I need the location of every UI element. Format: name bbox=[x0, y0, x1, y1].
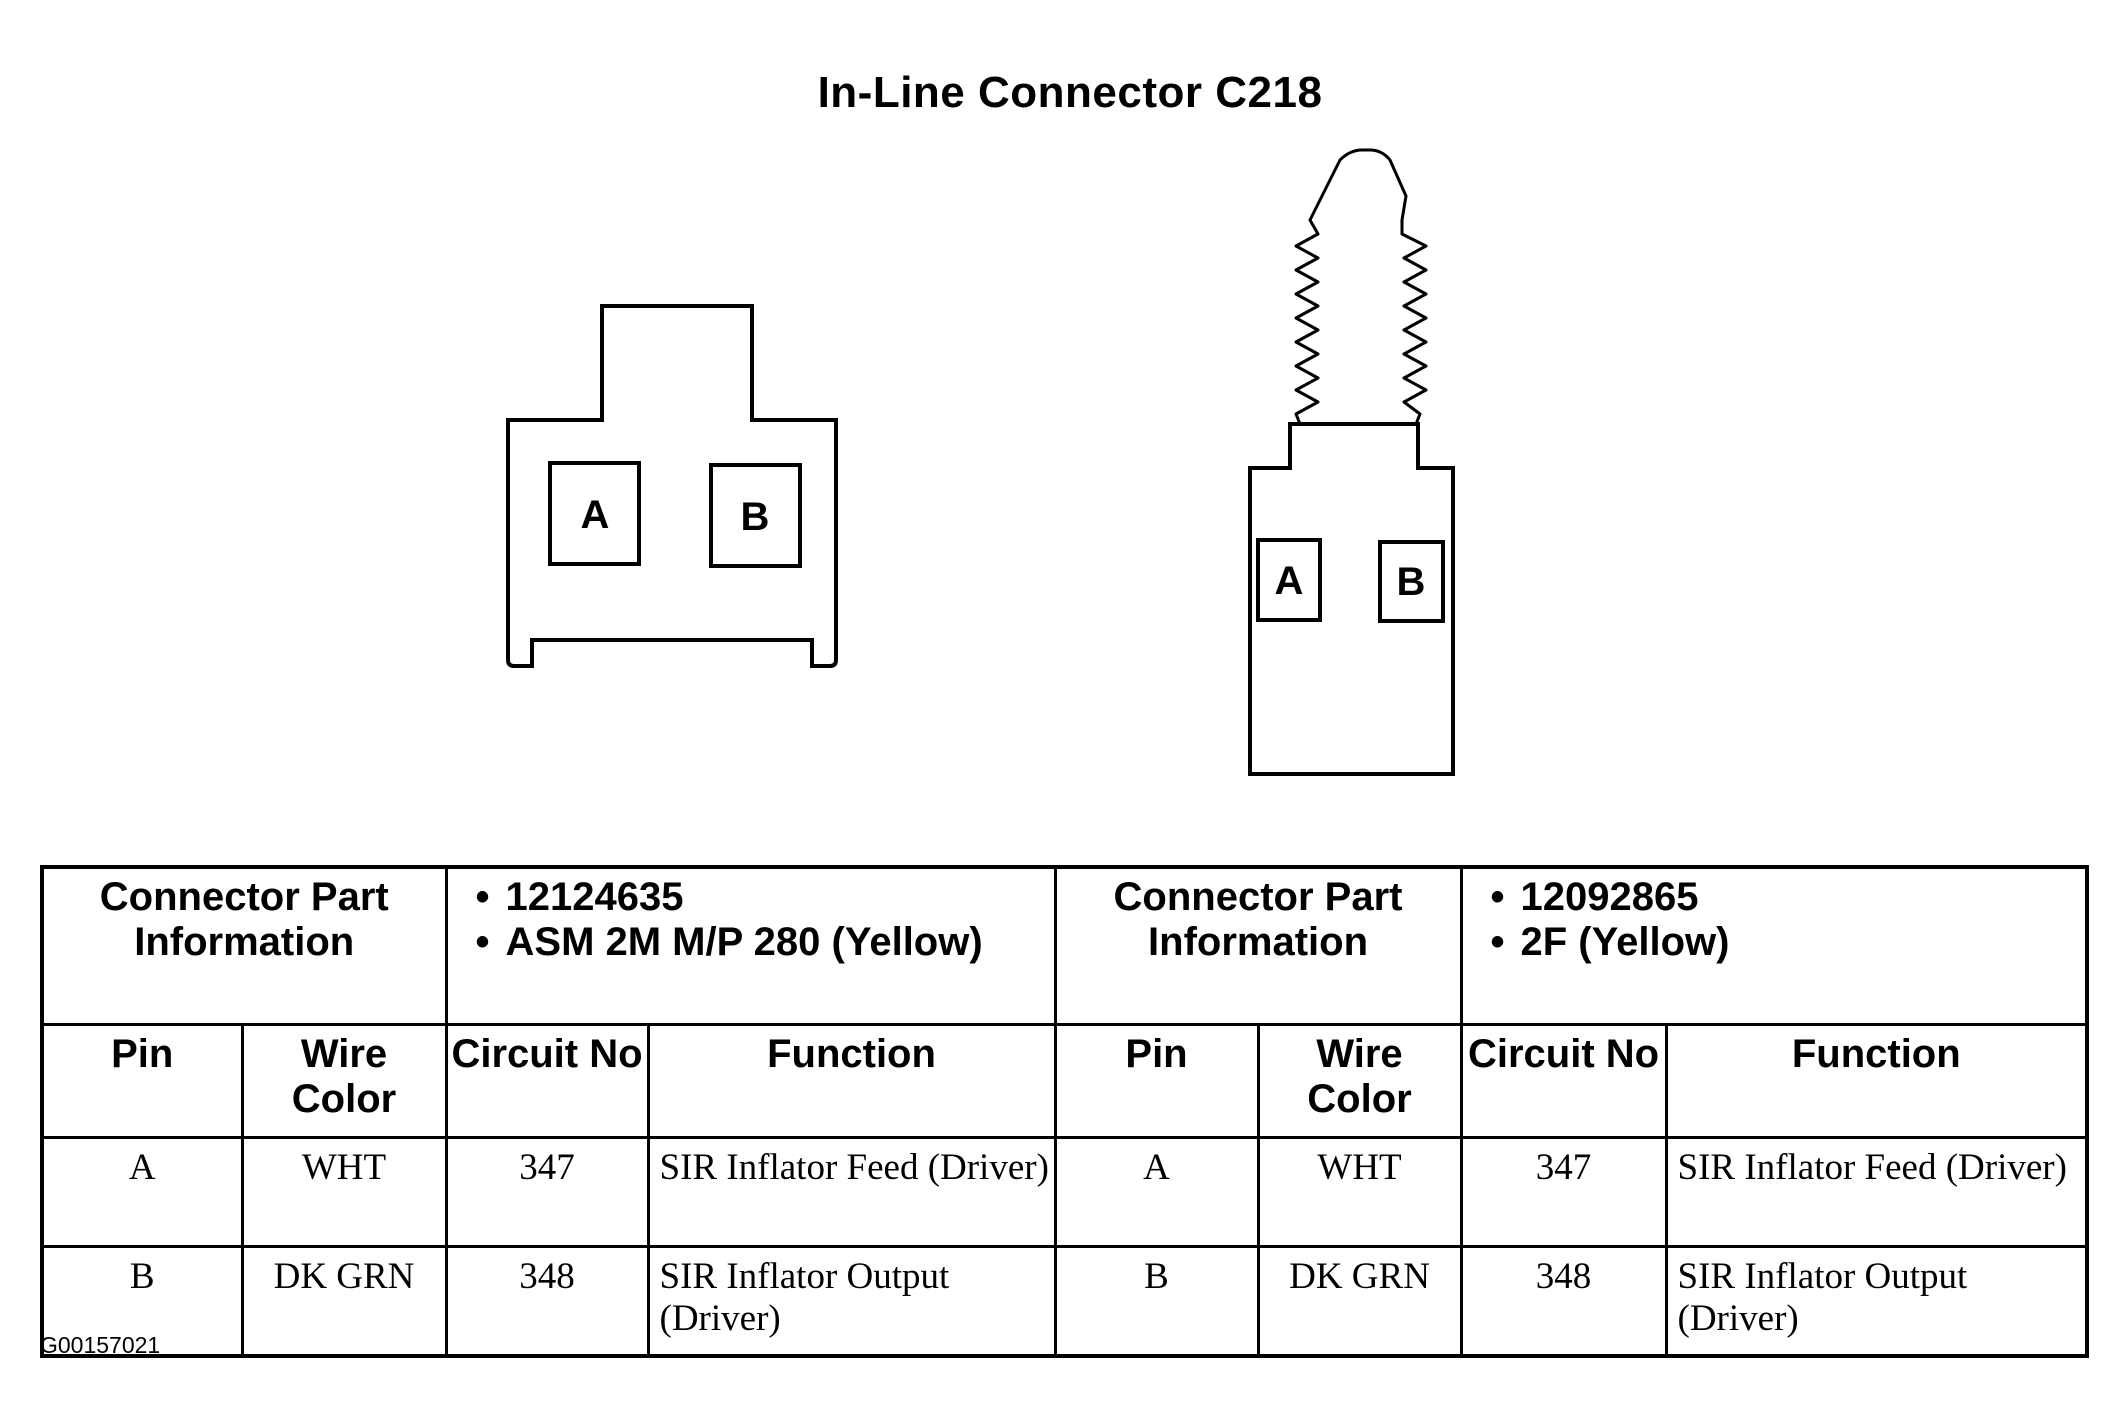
right-row-a-wire-color: WHT bbox=[1256, 1136, 1463, 1248]
connector-right-pin-b-label: B bbox=[1397, 560, 1426, 604]
connector-left-body bbox=[506, 304, 838, 668]
left-info-label: Connector Part Information bbox=[40, 865, 448, 1026]
right-row-b-pin: B bbox=[1053, 1245, 1260, 1358]
right-row-a-circuit: 347 bbox=[1459, 1136, 1668, 1248]
connector-left-pin-a-label: A bbox=[581, 493, 610, 537]
connector-left-pin-b-box bbox=[709, 463, 802, 568]
left-row-a-circuit: 347 bbox=[444, 1136, 650, 1248]
right-row-a-function: SIR Inflator Feed (Driver) bbox=[1664, 1136, 2089, 1248]
left-row-a-pin: A bbox=[40, 1136, 244, 1248]
figure-id: G00157021 bbox=[40, 1332, 161, 1358]
right-col-pin: Pin bbox=[1053, 1023, 1260, 1139]
diagram-title: In-Line Connector C218 bbox=[817, 68, 1323, 117]
left-row-a-wire-color: WHT bbox=[240, 1136, 448, 1248]
left-row-b-pin: B bbox=[40, 1245, 244, 1358]
connector-left-pin-b-label: B bbox=[741, 495, 770, 539]
connector-right: A B bbox=[1248, 148, 1455, 776]
column-header-row: Pin Wire Color Circuit No Function Pin W… bbox=[40, 1023, 2089, 1139]
right-row-a-pin: A bbox=[1053, 1136, 1260, 1248]
right-col-function: Function bbox=[1664, 1023, 2089, 1139]
connector-pin-table: Connector Part Information 12124635 ASM … bbox=[40, 865, 2090, 1358]
connectors-drawing: A B A B bbox=[506, 148, 1455, 776]
connector-right-pin-a-label: A bbox=[1275, 559, 1304, 603]
connector-right-pin-b-box bbox=[1378, 540, 1445, 623]
left-row-b-function: SIR Inflator Output (Driver) bbox=[646, 1245, 1057, 1358]
right-row-b-function: SIR Inflator Output (Driver) bbox=[1664, 1245, 2089, 1358]
left-row-a-function: SIR Inflator Feed (Driver) bbox=[646, 1136, 1057, 1248]
right-info-label: Connector Part Information bbox=[1053, 865, 1463, 1026]
right-part-description: 2F (Yellow) bbox=[1491, 920, 2086, 965]
part-info-row: Connector Part Information 12124635 ASM … bbox=[40, 865, 2089, 1026]
connector-right-pin-a-box bbox=[1256, 538, 1322, 622]
left-row-b-circuit: 348 bbox=[444, 1245, 650, 1358]
left-part-number: 12124635 bbox=[475, 875, 1054, 920]
left-col-circuit: Circuit No bbox=[444, 1023, 650, 1139]
connector-left: A B bbox=[506, 304, 838, 668]
left-part-description: ASM 2M M/P 280 (Yellow) bbox=[475, 920, 1054, 965]
connector-right-boot bbox=[1294, 148, 1428, 425]
left-col-pin: Pin bbox=[40, 1023, 244, 1139]
connector-left-pin-a-box bbox=[548, 461, 641, 566]
connector-right-body bbox=[1248, 422, 1455, 776]
table-row: B DK GRN 348 SIR Inflator Output (Driver… bbox=[40, 1245, 2089, 1358]
left-row-b-wire-color: DK GRN bbox=[240, 1245, 448, 1358]
right-part-number: 12092865 bbox=[1491, 875, 2086, 920]
left-col-wire-color: Wire Color bbox=[240, 1023, 448, 1139]
left-part-info: 12124635 ASM 2M M/P 280 (Yellow) bbox=[444, 865, 1057, 1026]
right-part-info: 12092865 2F (Yellow) bbox=[1459, 865, 2089, 1026]
left-col-function: Function bbox=[646, 1023, 1057, 1139]
right-col-wire-color: Wire Color bbox=[1256, 1023, 1463, 1139]
right-col-circuit: Circuit No bbox=[1459, 1023, 1668, 1139]
table-row: A WHT 347 SIR Inflator Feed (Driver) A W… bbox=[40, 1136, 2089, 1248]
right-row-b-circuit: 348 bbox=[1459, 1245, 1668, 1358]
right-row-b-wire-color: DK GRN bbox=[1256, 1245, 1463, 1358]
